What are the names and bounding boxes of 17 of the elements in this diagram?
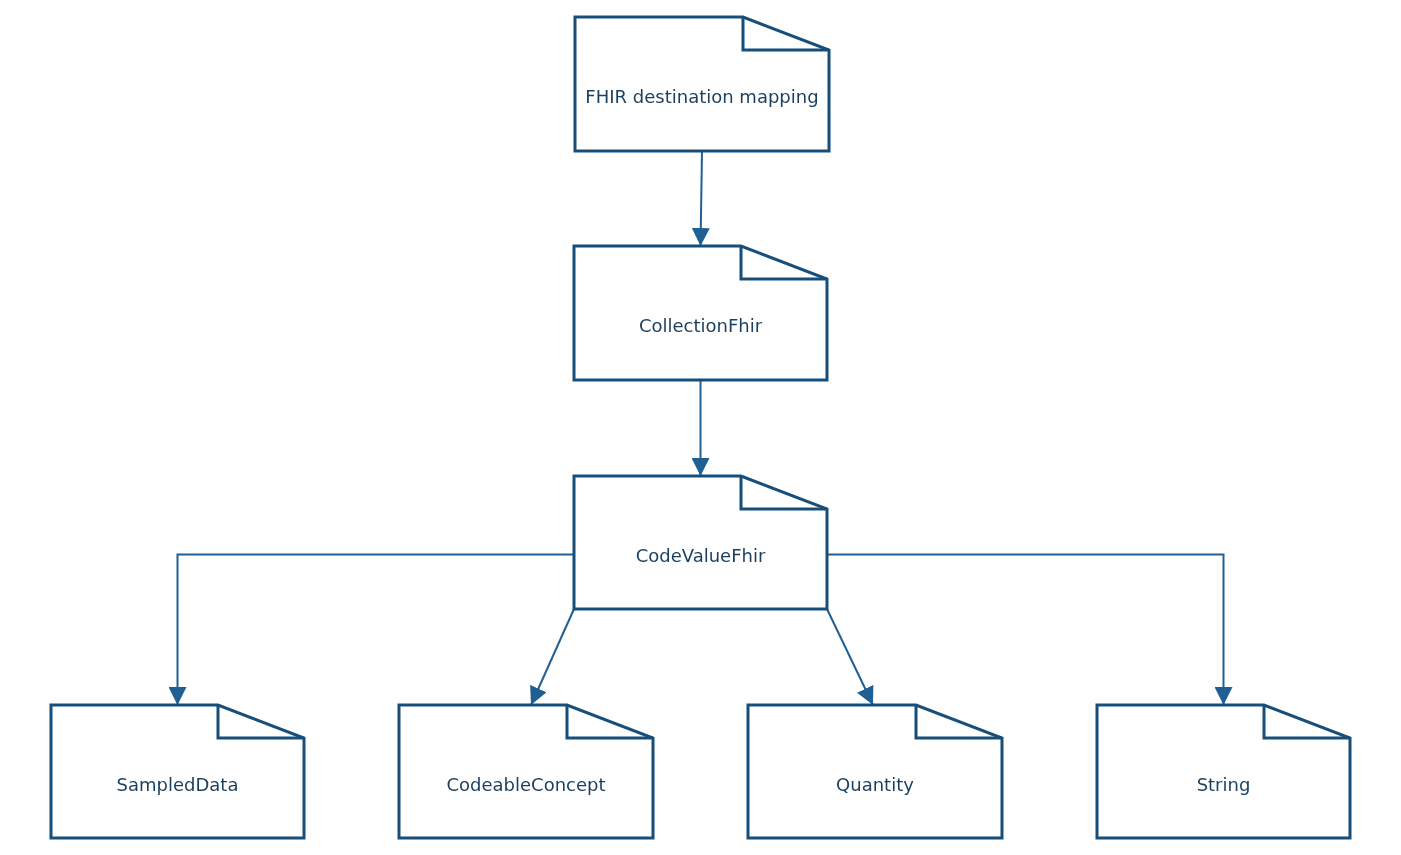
node-label: FHIR destination mapping [584, 85, 820, 107]
note-shape [574, 246, 827, 380]
note-shape [1097, 705, 1350, 838]
node-label: CodeableConcept [445, 773, 607, 794]
note-shape [574, 476, 827, 609]
note-shape [399, 705, 653, 838]
node-label: CodeValueFhir [634, 544, 767, 565]
arrow [530, 608, 575, 706]
arrow [168, 553, 575, 706]
note-shape [748, 705, 1002, 838]
node-label: CollectionFhir [637, 314, 764, 336]
arrow [826, 608, 874, 706]
note-shape [51, 705, 304, 838]
node-label: SampledData [115, 773, 240, 794]
note-shape [575, 17, 829, 151]
node-label: Quantity [835, 773, 915, 794]
node-label: String [1195, 773, 1252, 794]
